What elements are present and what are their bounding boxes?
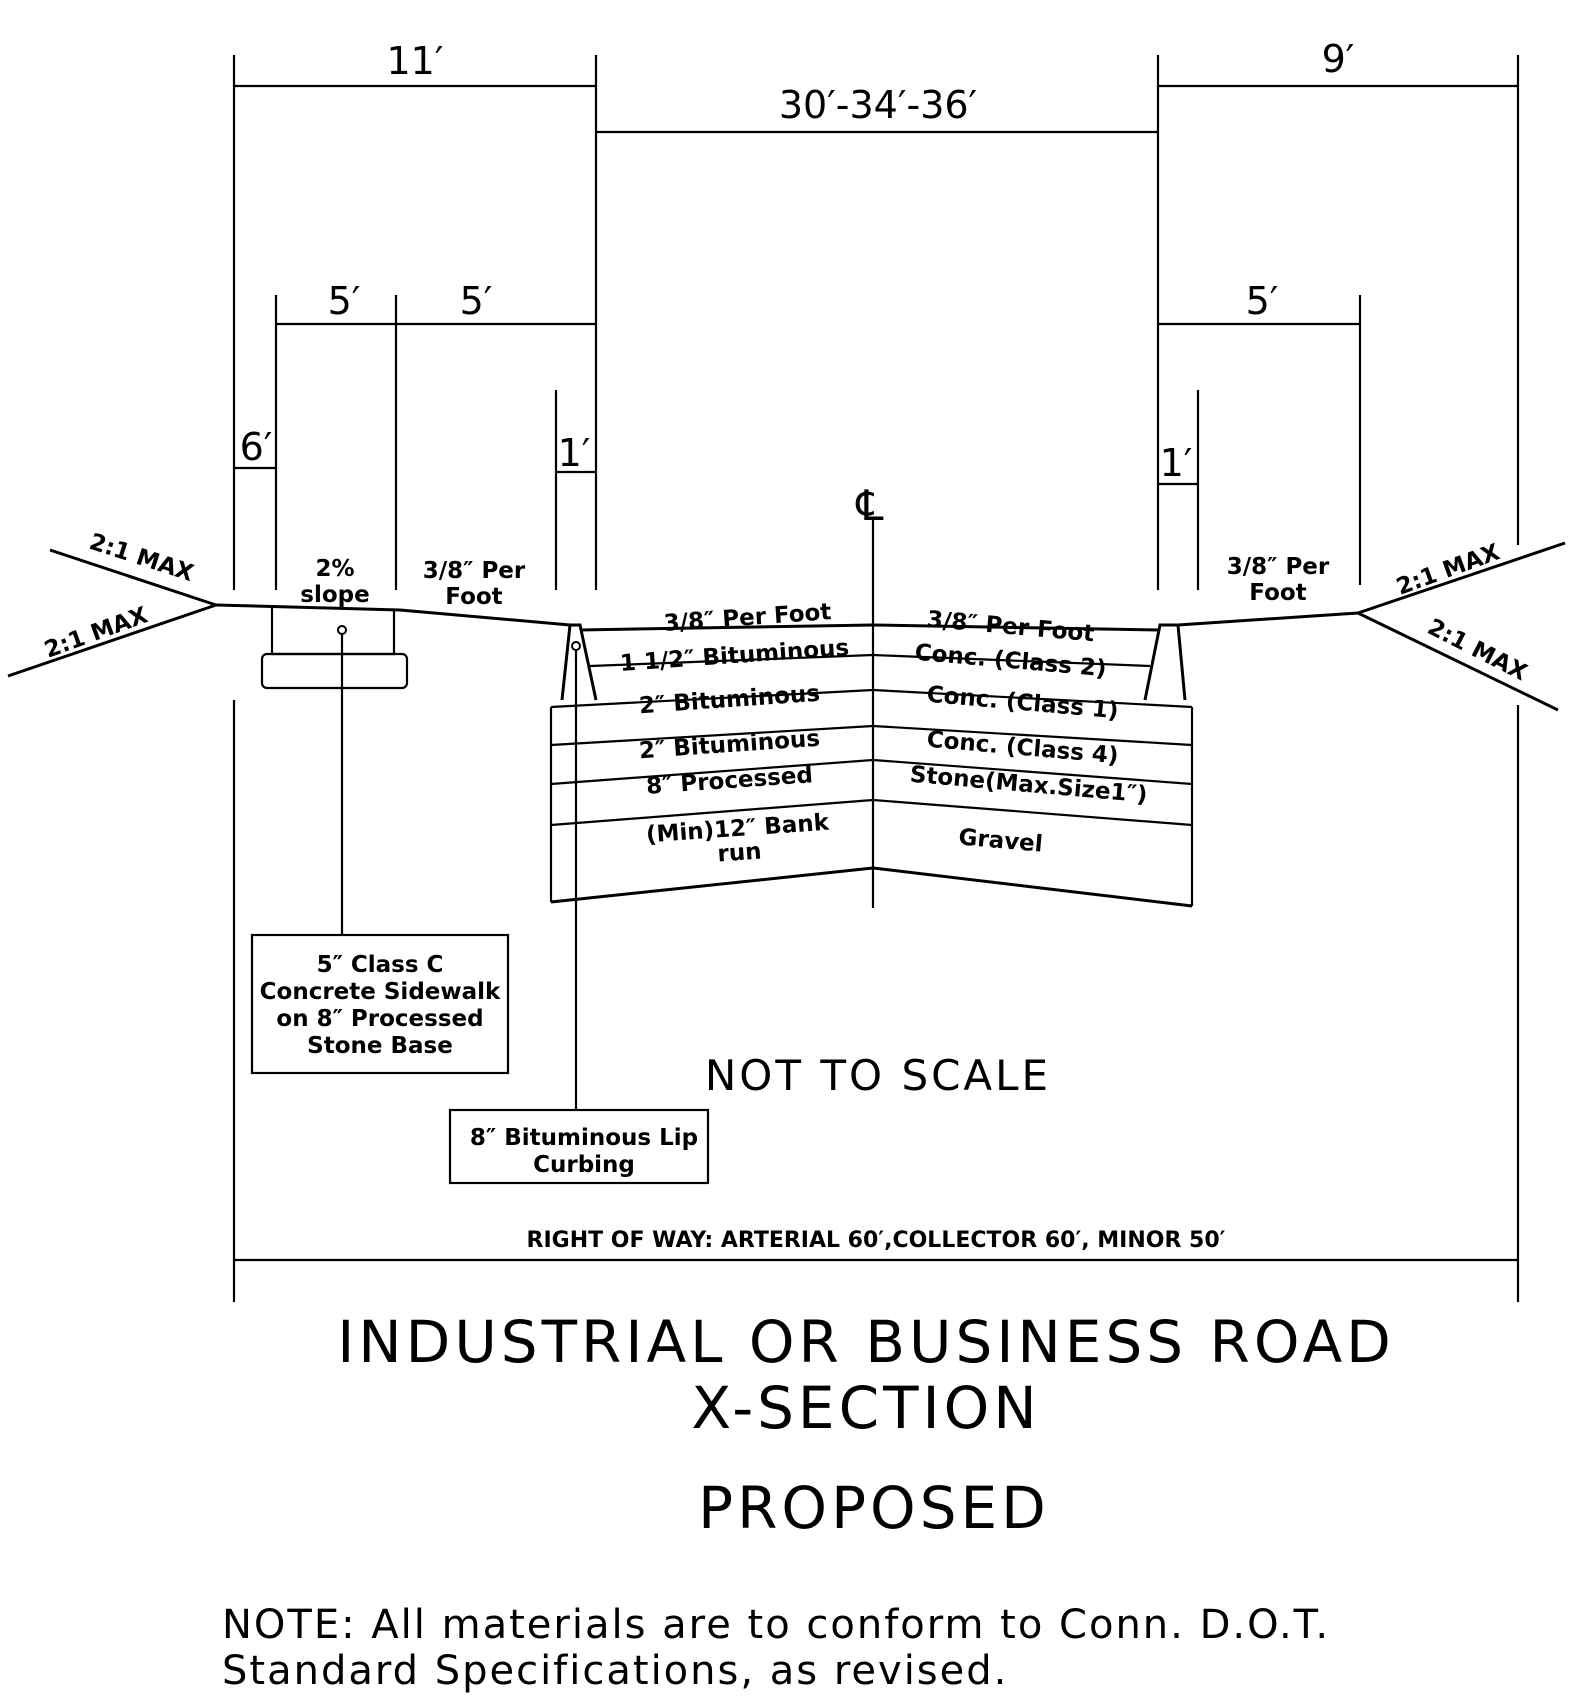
dim-center-width: 30′-34′-36′	[779, 83, 977, 127]
dim-left-6: 6′	[240, 425, 273, 469]
left-layer-5-2: run	[717, 839, 763, 868]
slope-left-upper: 2:1 MAX	[86, 529, 197, 587]
title-line-2: X-SECTION	[691, 1374, 1040, 1442]
sidewalk-callout: 5″ Class C Concrete Sidewalk on 8″ Proce…	[250, 933, 510, 1075]
sidewalk-slope-label: 2%	[315, 556, 354, 582]
right-layer-5: Gravel	[958, 824, 1044, 857]
pavement-structure	[549, 623, 1194, 908]
left-crown-label: 3/8″ Per Foot	[663, 599, 832, 637]
left-shoulder-slope: 3/8″ Per	[423, 558, 526, 584]
curb-callout-line1: 8″ Bituminous Lip	[470, 1125, 698, 1151]
sidewalk-callout-line4: Stone Base	[307, 1033, 453, 1059]
sidewalk-callout-line2: Concrete Sidewalk	[260, 979, 501, 1005]
dim-right-5: 5′	[1246, 279, 1279, 323]
sidewalk-callout-line3: on 8″ Processed	[276, 1006, 483, 1032]
left-layer-3: 2″ Bituminous	[638, 726, 821, 765]
dim-left-1: 1′	[558, 431, 591, 475]
note-line-1: NOTE: All materials are to conform to Co…	[222, 1602, 1330, 1648]
left-layer-4: 8″ Processed	[645, 762, 813, 800]
dim-left-5b: 5′	[460, 279, 493, 323]
note-line-2: Standard Specifications, as revised.	[222, 1648, 1008, 1694]
right-layer-1: Conc. (Class 2)	[914, 640, 1108, 683]
grading-profile	[7, 541, 1566, 712]
scale-note: NOT TO SCALE	[705, 1051, 1051, 1100]
sidewalk-section	[260, 607, 409, 935]
dimension-lines	[234, 84, 1518, 1262]
title-line-3: PROPOSED	[698, 1474, 1050, 1542]
left-layer-2: 2″ Bituminous	[638, 681, 821, 720]
sidewalk-callout-line1: 5″ Class C	[317, 952, 444, 978]
right-crown-label: 3/8″ Per Foot	[926, 607, 1096, 648]
left-shoulder-slope-2: Foot	[445, 584, 502, 610]
right-shoulder-slope-2: Foot	[1249, 580, 1306, 606]
dim-right-9: 9′	[1322, 37, 1355, 81]
right-of-way-label: RIGHT OF WAY: ARTERIAL 60′,COLLECTOR 60′…	[527, 1228, 1226, 1253]
centerline-symbol: ℄	[856, 481, 884, 530]
slope-right-lower: 2:1 MAX	[1423, 614, 1531, 686]
title-line-1: INDUSTRIAL OR BUSINESS ROAD	[337, 1308, 1395, 1376]
right-shoulder-slope: 3/8″ Per	[1227, 554, 1330, 580]
curb-callout: 8″ Bituminous Lip Curbing	[448, 1108, 710, 1185]
left-layer-1: 1 1/2″ Bituminous	[619, 635, 850, 677]
curbs	[560, 623, 1187, 1110]
right-layer-2: Conc. (Class 1)	[926, 682, 1120, 725]
right-layer-3: Conc. (Class 4)	[926, 727, 1120, 770]
dim-right-1: 1′	[1160, 441, 1193, 485]
extension-lines	[232, 55, 1520, 1302]
curb-callout-line2: Curbing	[533, 1152, 635, 1178]
dim-left-11: 11′	[387, 39, 444, 83]
sidewalk-slope-label-2: slope	[300, 582, 369, 608]
dim-left-5a: 5′	[328, 279, 361, 323]
